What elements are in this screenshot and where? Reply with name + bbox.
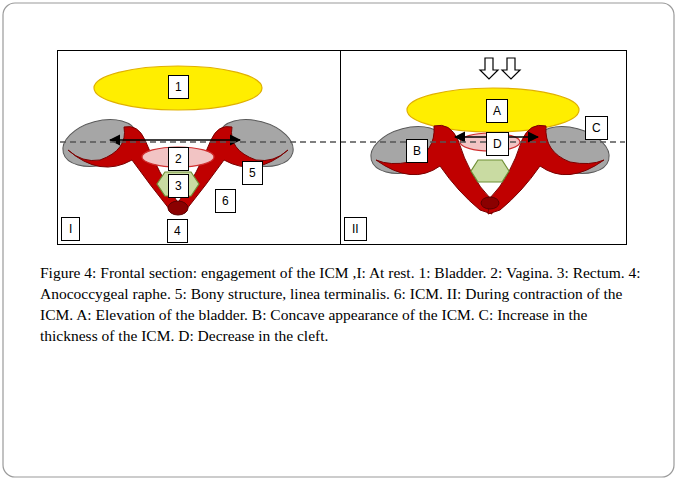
callout-box: D xyxy=(486,132,509,156)
callout-number: D xyxy=(493,137,502,151)
callout-number: A xyxy=(493,104,501,118)
callout-box: 4 xyxy=(167,219,188,243)
callout-number: 6 xyxy=(222,194,229,208)
width-arrow xyxy=(110,139,240,141)
callout-box: B xyxy=(406,139,428,163)
callout-box: 2 xyxy=(168,147,189,171)
callout-box: 5 xyxy=(242,161,263,185)
force-arrow xyxy=(480,58,498,79)
callout-box: A xyxy=(486,99,508,123)
callout-number: 5 xyxy=(249,166,256,180)
panel-frame: II A B C D xyxy=(340,50,627,245)
panel-label: I xyxy=(61,217,80,241)
raphe-shape xyxy=(168,201,188,215)
outer-frame xyxy=(3,3,674,477)
panel-numeral: I xyxy=(69,222,72,236)
bladder-shape xyxy=(94,66,262,110)
rectum-shape xyxy=(471,160,509,182)
panel-frame: I 1 2 3 4 5 6 xyxy=(57,50,341,245)
callout-number: 4 xyxy=(174,224,181,238)
reference-line xyxy=(60,141,625,142)
callout-number: 2 xyxy=(175,152,182,166)
raphe-shape xyxy=(481,197,499,209)
callout-number: B xyxy=(413,144,421,158)
figure-caption: Figure 4: Frontal section: engagement of… xyxy=(40,262,644,346)
callout-box: 6 xyxy=(215,189,236,213)
callout-box: 1 xyxy=(168,75,189,99)
callout-number: 3 xyxy=(175,179,182,193)
callout-box: C xyxy=(585,116,608,140)
force-arrow xyxy=(502,58,520,79)
callout-box: 3 xyxy=(168,174,189,198)
bladder-shape xyxy=(407,88,579,132)
panel-label: II xyxy=(344,217,367,241)
panel-numeral: II xyxy=(352,222,359,236)
callout-number: 1 xyxy=(175,80,182,94)
callout-number: C xyxy=(592,121,601,135)
